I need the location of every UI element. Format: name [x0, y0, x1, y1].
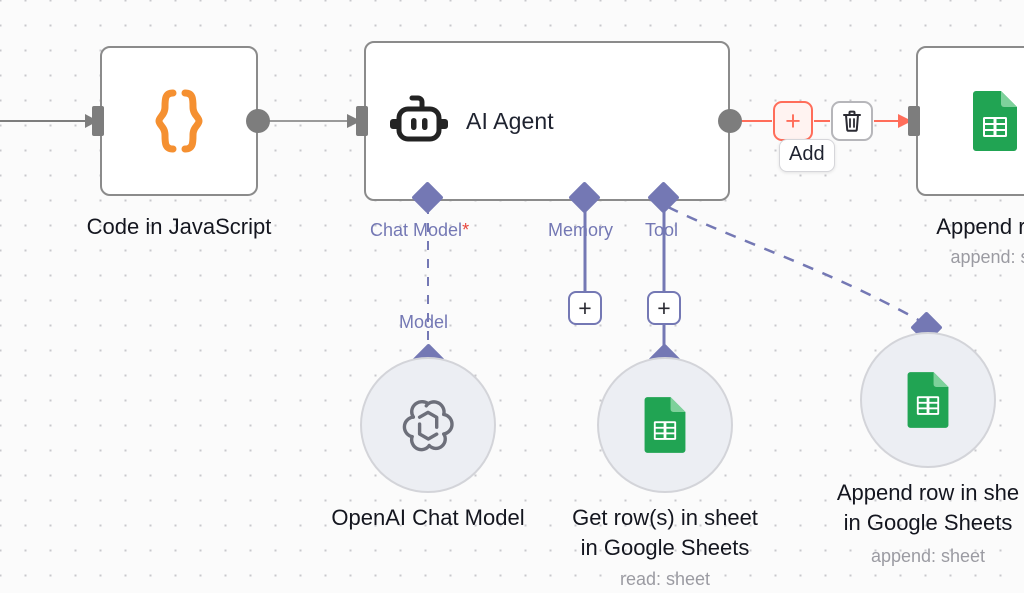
curly-braces-icon: [155, 89, 203, 153]
add-tool-button[interactable]: +: [647, 291, 681, 325]
plus-icon: +: [785, 105, 801, 136]
node-subtitle-get-rows-in-sheet: read: sheet: [619, 569, 711, 589]
connector-label-model: Model: [399, 312, 449, 332]
node-get-rows-in-sheet[interactable]: [597, 357, 733, 493]
port-in-append-row-top[interactable]: [908, 106, 920, 136]
plus-icon: +: [657, 294, 671, 321]
port-out-ai-agent[interactable]: [718, 109, 742, 133]
node-subtitle-append-row-in-sheet: append: sheet: [870, 546, 986, 566]
node-append-row-in-sheet[interactable]: [860, 332, 996, 468]
node-label-append-row-in-sheet: Append row in she in Google Sheets: [836, 480, 1020, 535]
add-button-tooltip: Add: [779, 139, 835, 172]
google-sheets-icon: [644, 397, 686, 453]
node-label-openai-chat-model: OpenAI Chat Model: [331, 505, 525, 530]
openai-icon: [402, 400, 454, 452]
required-asterisk: *: [462, 220, 470, 240]
node-append-row-top[interactable]: [916, 46, 1024, 196]
trash-icon: [843, 110, 861, 132]
node-ai-agent[interactable]: AI Agent: [364, 41, 730, 201]
node-label-append-row-top: Append row: [936, 214, 1024, 239]
node-code-in-javascript[interactable]: [100, 46, 258, 196]
connector-label-tool: Tool: [645, 220, 679, 240]
connector-label-memory: Memory: [548, 220, 614, 240]
delete-connection-button[interactable]: [831, 101, 873, 141]
add-node-button[interactable]: +: [773, 101, 813, 141]
node-subtitle-append-row-top: append: sh: [950, 247, 1024, 267]
connector-label-chat-model-text: Chat Model: [370, 220, 463, 240]
add-memory-button[interactable]: +: [568, 291, 602, 325]
port-out-code[interactable]: [246, 109, 270, 133]
node-openai-chat-model[interactable]: [360, 357, 496, 493]
google-sheets-icon: [973, 91, 1017, 151]
node-label-code-in-javascript: Code in JavaScript: [86, 214, 272, 239]
google-sheets-icon: [907, 372, 949, 428]
node-label-ai-agent: AI Agent: [466, 107, 554, 134]
port-in-ai-agent[interactable]: [356, 106, 368, 136]
plus-icon: +: [578, 294, 592, 321]
connector-label-chat-model: Chat Model*: [370, 220, 469, 241]
port-in-code[interactable]: [92, 106, 104, 136]
robot-icon: [390, 95, 448, 142]
node-label-get-rows-in-sheet: Get row(s) in sheet in Google Sheets: [572, 505, 758, 560]
